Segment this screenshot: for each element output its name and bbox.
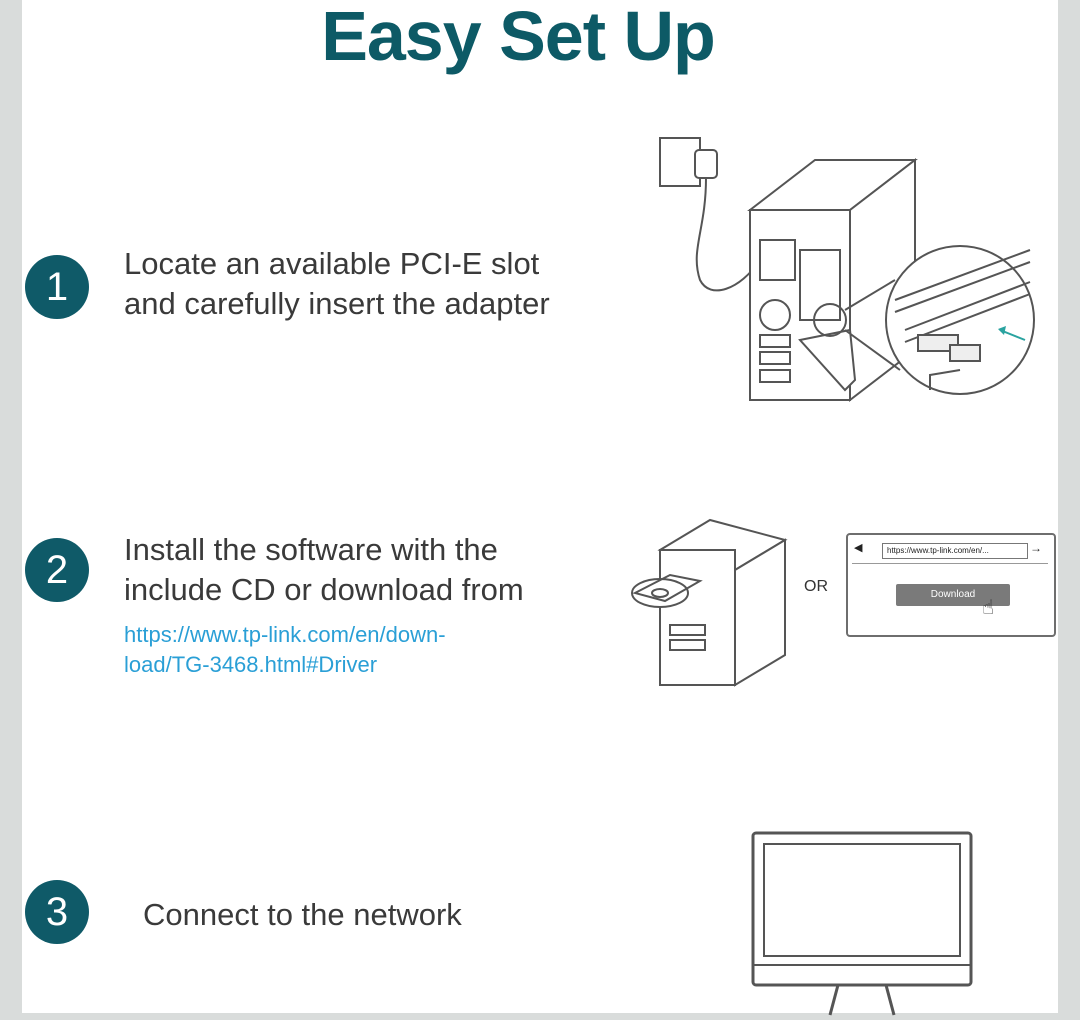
step-2-line-1: Install the software with the: [124, 532, 498, 567]
step-3-badge: 3: [25, 880, 89, 944]
step-1-line-2: and carefully insert the adapter: [124, 286, 550, 321]
browser-divider: [852, 563, 1048, 564]
or-label: OR: [804, 578, 828, 595]
url-bar: https://www.tp-link.com/en/...: [882, 543, 1028, 559]
back-arrow-icon: ◀: [854, 542, 863, 554]
step-2-text: Install the software with the include CD…: [124, 530, 524, 610]
driver-link-line-1: https://www.tp-link.com/en/down-: [124, 622, 446, 647]
download-button: Download: [896, 584, 1010, 606]
step-2-badge: 2: [25, 538, 89, 602]
step-3-text: Connect to the network: [143, 897, 462, 932]
step-1-text: Locate an available PCI-E slot and caref…: [124, 244, 550, 324]
cd-icon: [631, 578, 689, 608]
page-title: Easy Set Up: [321, 0, 716, 75]
forward-arrow-icon: →: [1030, 541, 1042, 555]
driver-link-line-2: load/TG-3468.html#Driver: [124, 652, 378, 677]
driver-download-link[interactable]: https://www.tp-link.com/en/down- load/TG…: [124, 620, 446, 680]
hand-cursor-icon: ☝: [982, 597, 995, 619]
cd-install-illustration: [631, 518, 788, 687]
monitor-illustration: [751, 831, 973, 1016]
step-2-line-2: include CD or download from: [124, 572, 524, 607]
step-1-badge: 1: [25, 255, 89, 319]
browser-mockup: ◀ https://www.tp-link.com/en/... → Downl…: [846, 533, 1056, 637]
step-1-line-1: Locate an available PCI-E slot: [124, 246, 540, 281]
pc-install-illustration: [659, 137, 1035, 403]
